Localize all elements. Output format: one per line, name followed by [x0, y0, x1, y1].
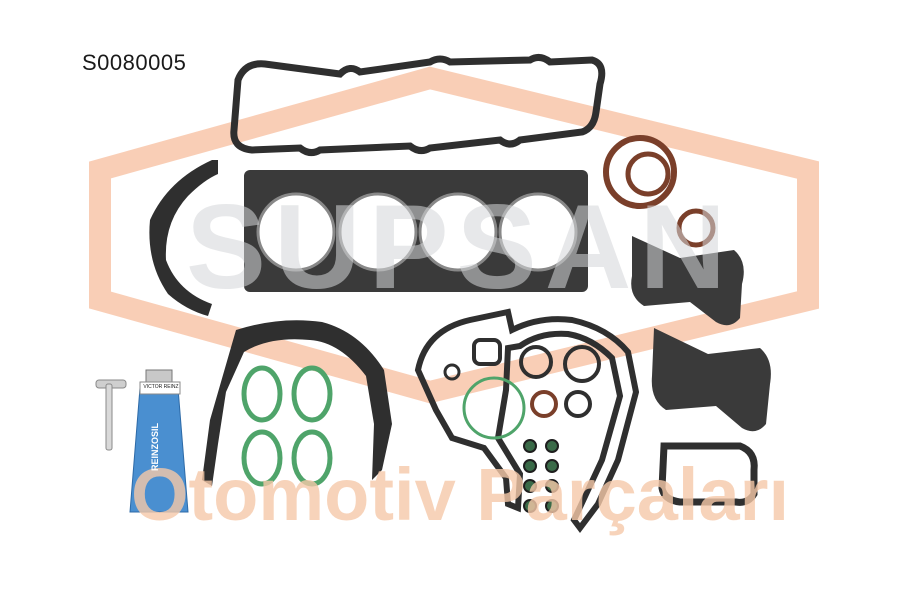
cylinder-bore-4 [498, 192, 578, 272]
tube-label: REINZOSIL [150, 392, 186, 502]
oring-2 [563, 345, 601, 383]
cylinder-bore-2 [338, 192, 418, 272]
green-oring-large [462, 376, 526, 440]
tube-cap-label: VICTOR REINZ [142, 384, 180, 390]
manifold-gasket-upper [631, 236, 744, 326]
intake-port-gasket-4 [291, 429, 333, 487]
crank-seal-large [603, 135, 677, 209]
valve-stem-seals [523, 439, 559, 513]
oring-4 [564, 390, 592, 418]
crank-seal-inner [625, 151, 671, 197]
tube-brand: REINZOSIL [150, 423, 160, 472]
valve-cover-gasket [230, 53, 606, 157]
watermark-brand: SUPSAN [185, 180, 735, 314]
watermark-tagline: Otomotiv Parçaları [130, 453, 789, 536]
oil-pump-gasket [202, 320, 392, 486]
intake-port-gasket-1 [241, 365, 283, 423]
intake-port-gasket-3 [241, 429, 283, 487]
oring-3 [530, 390, 558, 418]
square-seal [472, 338, 502, 366]
cylinder-bore-3 [418, 192, 498, 272]
intake-port-gasket-2 [291, 365, 333, 423]
timing-case-gasket [414, 308, 640, 533]
thermostat-gasket [658, 442, 758, 506]
sealant-tube [129, 369, 189, 513]
manifold-gasket-lower [651, 328, 771, 432]
watermark-hexagon [89, 66, 819, 404]
tube-maker: VICTOR REINZ [143, 384, 179, 390]
part-code: S0080005 [82, 50, 187, 75]
oring-small [443, 363, 461, 381]
oring-1 [519, 345, 553, 379]
cylinder-bore-1 [256, 192, 336, 272]
t-handle-tool [95, 379, 127, 451]
front-cover-gasket-left [149, 160, 218, 316]
cam-seal [676, 208, 716, 248]
